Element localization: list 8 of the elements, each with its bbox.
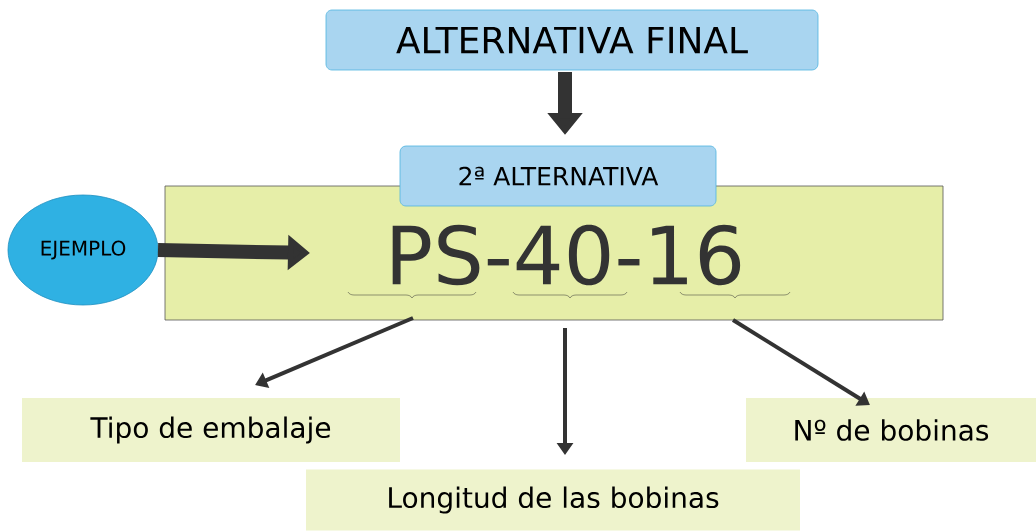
subtitle-box: 2ª ALTERNATIVA — [399, 145, 717, 207]
code-text: PS-40-16 — [392, 224, 741, 286]
arrow — [731, 318, 870, 406]
label-box: Tipo de embalaje — [22, 398, 400, 462]
label-box: Nº de bobinas — [746, 398, 1036, 462]
title-box: ALTERNATIVA FINAL — [325, 9, 819, 71]
code-panel — [164, 185, 944, 321]
label-box: Longitud de las bobinas — [306, 469, 800, 531]
